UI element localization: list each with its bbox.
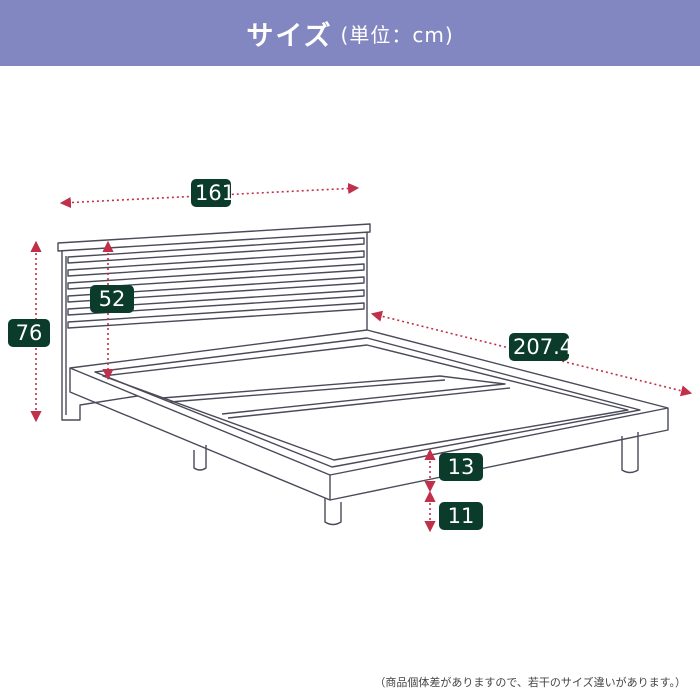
length-label: 207.4 [509,333,573,361]
bed-illustration [30,182,693,533]
header-banner: サイズ (単位：cm) [0,0,700,66]
leg-height-label: 11 [439,502,483,530]
width-arrow [59,182,360,209]
unit-label: (単位：cm) [340,22,454,47]
frame-height-label: 13 [439,453,483,481]
total-height-label: 76 [8,319,50,347]
bed-diagram: 161 76 52 207.4 13 11 [0,66,700,686]
headboard-height-label: 52 [90,285,134,313]
page-title: サイズ [246,20,333,52]
disclaimer-note: （商品個体差がありますので、若干のサイズ違いがあります。） [374,676,686,689]
width-label: 161 [191,179,235,207]
